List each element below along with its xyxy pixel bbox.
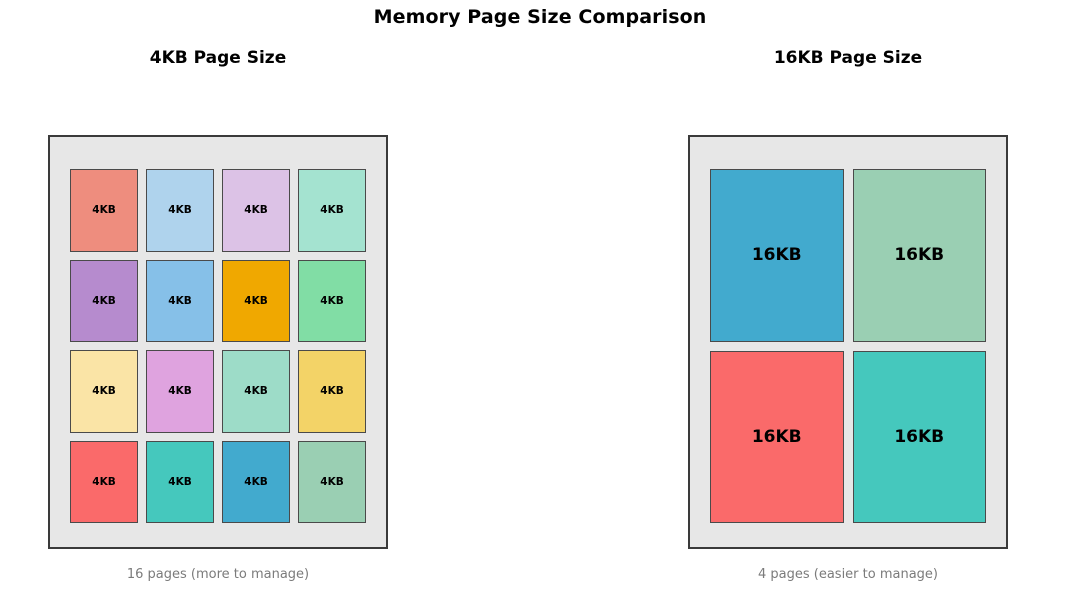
page-cell: 4KB xyxy=(146,259,214,342)
page-cell: 4KB xyxy=(70,440,138,523)
page-cell: 16KB xyxy=(852,350,986,523)
page-cell: 4KB xyxy=(70,169,138,252)
page-cell: 4KB xyxy=(146,440,214,523)
caption-4kb: 16 pages (more to manage) xyxy=(126,567,310,582)
page-cell: 4KB xyxy=(298,350,366,433)
page-cell: 16KB xyxy=(710,169,844,342)
panel-title-16kb: 16KB Page Size xyxy=(773,48,923,68)
page-cell: 4KB xyxy=(70,350,138,433)
page-cell: 4KB xyxy=(222,169,290,252)
page-cell: 4KB xyxy=(222,259,290,342)
page-cell: 4KB xyxy=(298,169,366,252)
page-cell: 4KB xyxy=(298,259,366,342)
page-cell: 4KB xyxy=(146,169,214,252)
panel-title-4kb: 4KB Page Size xyxy=(149,48,287,68)
page-cell: 4KB xyxy=(222,350,290,433)
page-cell: 4KB xyxy=(146,350,214,433)
caption-16kb: 4 pages (easier to manage) xyxy=(757,567,938,582)
figure-title: Memory Page Size Comparison xyxy=(373,6,707,28)
page-cell: 16KB xyxy=(852,169,986,342)
page-cell: 4KB xyxy=(298,440,366,523)
page-cell: 4KB xyxy=(70,259,138,342)
page-cell: 16KB xyxy=(710,350,844,523)
page-cell: 4KB xyxy=(222,440,290,523)
